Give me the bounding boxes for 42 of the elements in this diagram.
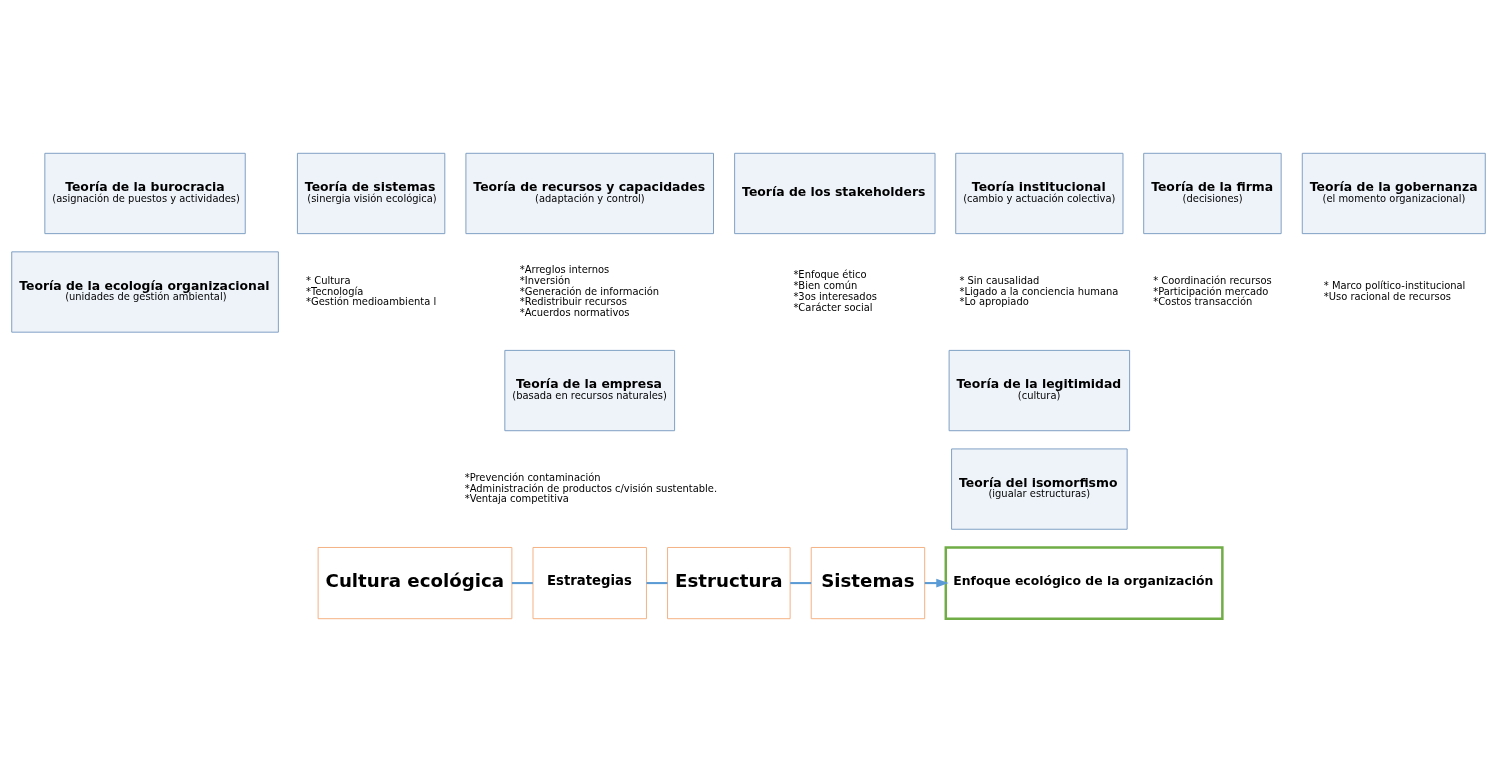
node-label: *Prevención contaminación — [464, 471, 601, 483]
node-label: *Lo apropiado — [959, 296, 1029, 308]
node-box: Teoría del isomorfismo (igualar estructuras) — [951, 448, 1128, 530]
node-box: Cultura ecológica — [317, 546, 513, 620]
node-box: Teoría de la gobernanza (el momento organizacional) — [1301, 152, 1486, 235]
node-box: Estructura — [667, 546, 791, 620]
node-label: *Carácter social — [793, 301, 873, 313]
node-label: * Coordinación recursos — [1153, 274, 1272, 286]
node-label: *Uso racional de recursos — [1323, 290, 1451, 302]
node-label: *Participación mercado — [1153, 285, 1269, 297]
node-label: *3os interesados — [793, 290, 877, 302]
node-label: * Sin causalidad — [959, 274, 1040, 286]
connector — [790, 582, 812, 585]
node-label: *Acuerdos normativos — [519, 307, 630, 319]
node-box: Teoría de la burocracia (asignación de puestos y actividades) — [44, 152, 246, 235]
node-label: * Cultura — [306, 274, 351, 286]
node-box: Teoría de los stakeholders — [734, 152, 936, 235]
node-box: Enfoque ecológico de la organización — [944, 546, 1224, 620]
node-box: Teoría de la firma (decisiones) — [1143, 152, 1282, 235]
connector — [511, 582, 533, 585]
node-label: *Tecnología — [306, 285, 364, 297]
node-box: Teoría de recursos y capacidades (adaptación y control) — [465, 152, 714, 235]
node-box: Teoría institucional (cambio y actuación colectiva) — [955, 152, 1124, 235]
node-label: *Arreglos internos — [519, 264, 610, 276]
node-label: *Ventaja competitiva — [464, 493, 569, 505]
node-label: *Generación de información — [519, 285, 660, 297]
node-box: Sistemas — [810, 546, 926, 620]
node-label: *Bien común — [793, 280, 858, 292]
node-label: *Redistribuir recursos — [519, 296, 627, 308]
node-box: Teoría de la legitimidad (cultura) — [948, 349, 1131, 432]
node-label: *Costos transacción — [1153, 296, 1253, 308]
node-box: Teoría de la ecología organizacional (unidades de gestión ambiental) — [11, 251, 279, 333]
node-label: *Gestión medioambienta l — [306, 296, 437, 308]
node-label: *Enfoque ético — [793, 269, 867, 281]
connector — [646, 582, 668, 585]
node-box: Teoría de sistemas (sinergia visión ecológica) — [296, 152, 446, 235]
node-box: Teoría de la empresa (basada en recursos naturales) — [504, 349, 676, 432]
node-label: *Ligado a la conciencia humana — [959, 285, 1119, 297]
node-label: *Inversión — [519, 274, 571, 286]
node-label: *Administración de productos c/visión sustentable. — [464, 482, 718, 494]
node-label: * Marco político-institucional — [1323, 280, 1466, 292]
node-box: Estrategias — [532, 546, 647, 620]
